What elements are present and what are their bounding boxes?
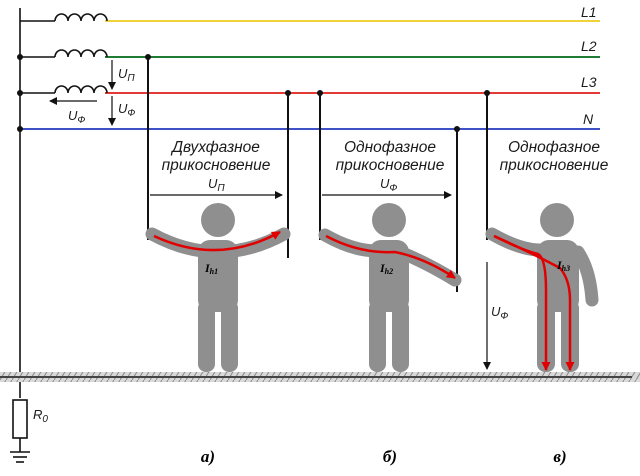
transformer-windings: [19, 8, 108, 398]
scenario-c-voltage-label: UФ: [491, 304, 508, 322]
person-b: [318, 203, 462, 372]
scenario-c-title-1: Однофазное: [508, 139, 600, 156]
scenario-a: Двухфазное прикосновение UП Ih1: [145, 54, 291, 372]
current-path-a: [153, 230, 281, 252]
current-label-a: Ih1: [204, 261, 218, 276]
scenario-c-title-2: прикосновение: [500, 157, 609, 174]
phase-lines: L1 L2 L3 N: [20, 4, 600, 130]
caption-c: в): [553, 447, 566, 466]
resistor-R0: [12, 399, 28, 439]
resistor-label: R0: [33, 407, 48, 425]
current-label-b: Ih2: [379, 261, 393, 276]
label-N: N: [583, 111, 594, 127]
label-L1: L1: [581, 4, 597, 20]
caption-a: а): [201, 447, 215, 466]
current-label-c: Ih3: [556, 258, 570, 273]
scenario-b: Однофазное прикосновение UФ Ih2: [317, 90, 462, 372]
winding-L2: [20, 49, 108, 58]
line-voltage-label: UП: [118, 66, 135, 84]
scenario-a-title-1: Двухфазное: [170, 139, 260, 156]
ground-strip: [0, 372, 640, 382]
junction-dots: [17, 54, 23, 132]
current-path-b: [325, 234, 456, 280]
caption-b: б): [383, 447, 397, 466]
label-L2: L2: [581, 38, 597, 54]
winding-L3: [20, 85, 108, 94]
scenario-c: Однофазное прикосновение UФ Ih3: [483, 90, 609, 372]
scenario-a-voltage-label: UП: [208, 176, 225, 194]
winding-L1: [20, 13, 108, 22]
scenario-b-voltage-label: UФ: [380, 176, 397, 194]
phase-voltage-label-left: UФ: [68, 108, 85, 126]
scenario-b-title-2: прикосновение: [336, 157, 445, 174]
person-a: [145, 203, 291, 372]
captions: а) б) в): [201, 447, 567, 466]
source-voltage-arrows: UП UФ UФ: [49, 60, 135, 126]
ground-symbol: [10, 438, 30, 463]
phase-voltage-label-right: UФ: [118, 101, 135, 119]
scenario-a-title-2: прикосновение: [162, 157, 271, 174]
label-L3: L3: [581, 74, 597, 90]
scenario-b-title-1: Однофазное: [344, 139, 436, 156]
person-c: [485, 203, 599, 372]
current-path-c-right: [493, 234, 575, 371]
